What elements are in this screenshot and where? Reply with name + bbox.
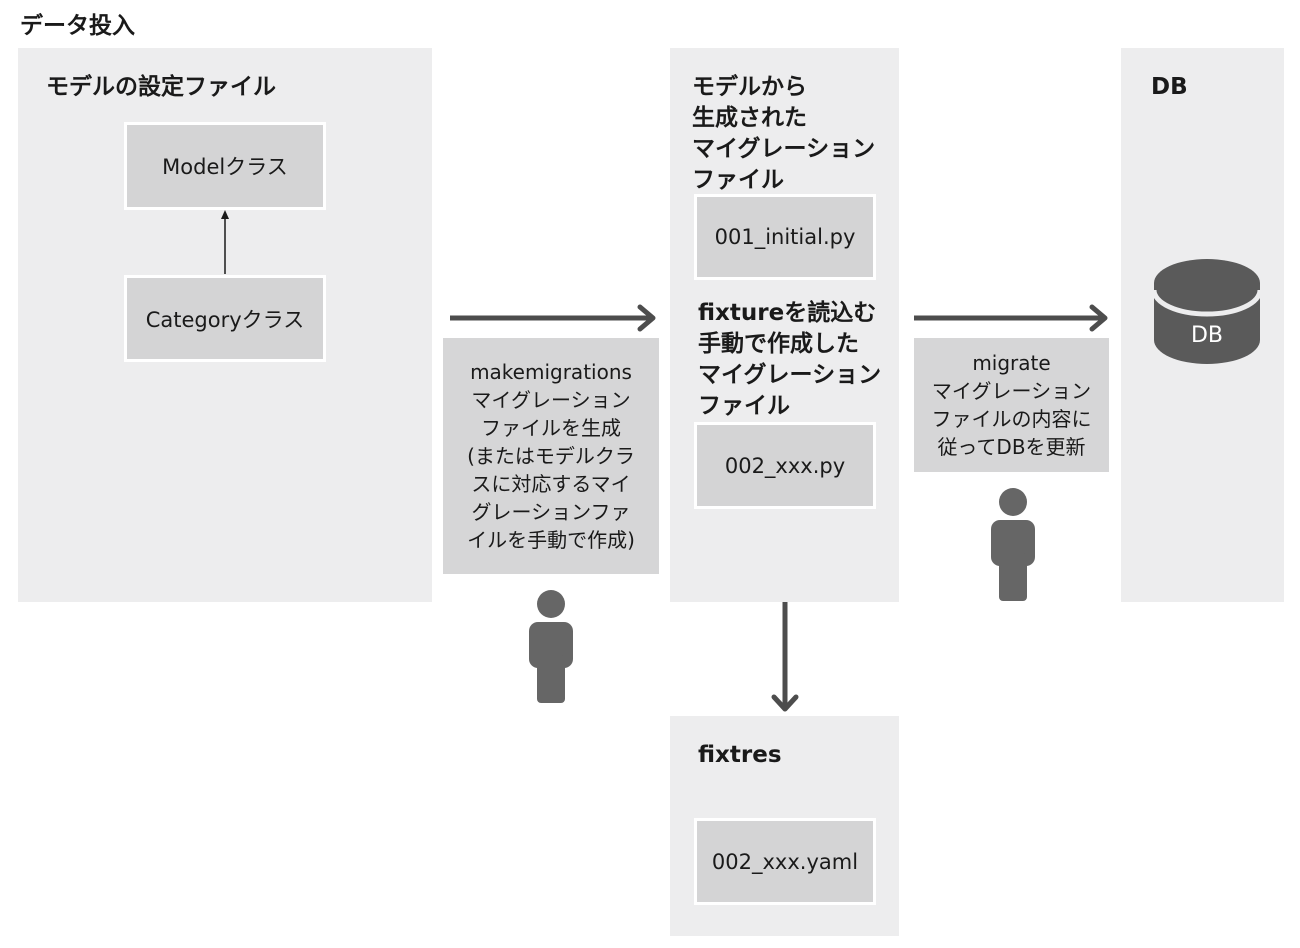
fixture-heading-line: マイグレーション (698, 362, 882, 388)
xxx-migration-file: 002_xxx.py (694, 422, 876, 509)
caption-line: マイグレーション (931, 379, 1092, 403)
fixture-yaml-file: 002_xxx.yaml (694, 818, 876, 905)
arrow-right-icon (450, 304, 656, 332)
arrow-right-icon (914, 304, 1108, 332)
category-class-box: Categoryクラス (124, 275, 326, 362)
makemigrations-caption: makemigrations マイグレーション ファイルを生成 (またはモデルク… (443, 338, 659, 574)
model-class-box: Modelクラス (124, 122, 326, 210)
fixture-heading-line: fixtureを読込む (698, 300, 877, 326)
migration-files-heading: モデルから 生成された マイグレーション ファイル (692, 72, 875, 196)
initial-migration-file: 001_initial.py (694, 194, 876, 280)
caption-line: ファイルの内容に (931, 407, 1092, 431)
caption-line: グレーションファ (471, 500, 631, 524)
inheritance-arrow-icon (221, 210, 229, 274)
fixture-heading-line: 手動で作成した (698, 331, 859, 357)
person-icon (991, 488, 1035, 601)
migration-files-panel: モデルから 生成された マイグレーション ファイル 001_initial.py… (670, 48, 899, 602)
db-cylinder-label: DB (1191, 323, 1223, 348)
migrate-caption: migrate マイグレーション ファイルの内容に 従ってDBを更新 (914, 338, 1109, 472)
caption-line: migrate (972, 351, 1051, 375)
caption-line: スに対応するマイ (471, 472, 631, 496)
migration-heading-line: モデルから (692, 74, 807, 100)
caption-line: マイグレーション (471, 388, 631, 412)
caption-line: 従ってDBを更新 (937, 435, 1086, 459)
db-heading: DB (1151, 74, 1188, 100)
caption-line: ファイルを生成 (481, 416, 621, 440)
migration-heading-line: 生成された (692, 105, 807, 131)
fixtures-heading: fixtres (698, 742, 782, 768)
migration-heading-line: ファイル (692, 167, 784, 193)
model-settings-panel: モデルの設定ファイル Modelクラス Categoryクラス (18, 48, 432, 602)
migration-heading-line: マイグレーション (692, 136, 876, 162)
page-title: データ投入 (20, 13, 135, 39)
fixture-heading-line: ファイル (698, 393, 790, 419)
arrow-down-icon (771, 602, 799, 712)
person-icon (529, 590, 573, 703)
fixture-migration-heading: fixtureを読込む 手動で作成した マイグレーション ファイル (698, 298, 881, 422)
caption-line: makemigrations (470, 360, 632, 384)
caption-line: (またはモデルクラ (467, 444, 635, 468)
database-icon: DB (1151, 259, 1263, 364)
caption-line: イルを手動で作成) (467, 528, 635, 552)
model-settings-heading: モデルの設定ファイル (46, 74, 276, 100)
fixtures-panel: fixtres 002_xxx.yaml (670, 716, 899, 936)
